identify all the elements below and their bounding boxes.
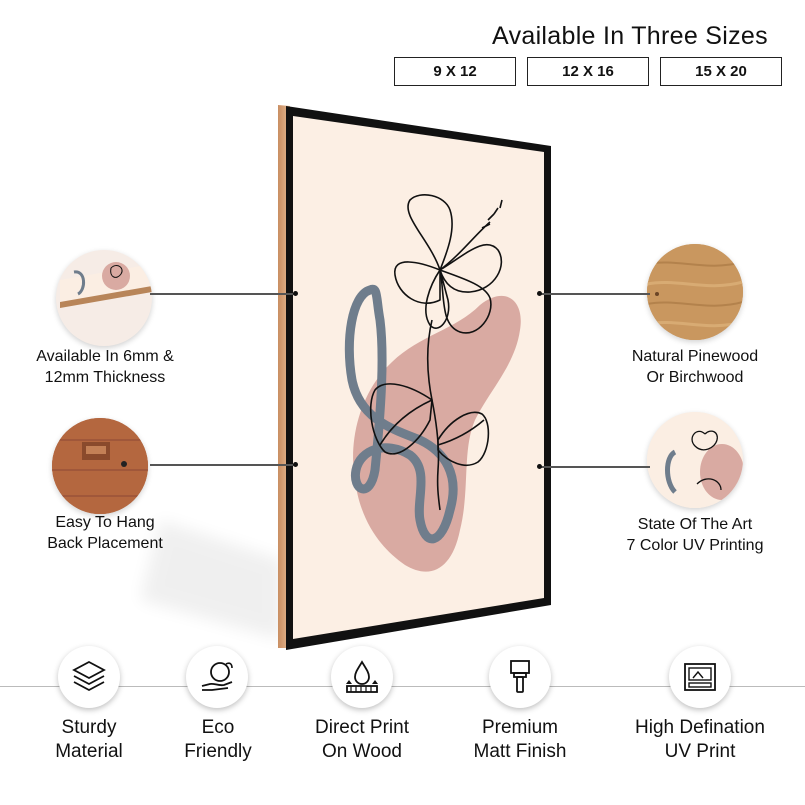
uv-print-label: High Defination UV Print bbox=[615, 716, 785, 764]
eco-hand-icon bbox=[186, 646, 248, 708]
thickness-label-line1: Available In 6mm & bbox=[36, 348, 174, 365]
printing-label-line2: 7 Color UV Printing bbox=[626, 537, 764, 554]
layers-icon bbox=[58, 646, 120, 708]
direct-print-line2: On Wood bbox=[322, 741, 402, 762]
wood-circle bbox=[647, 244, 743, 340]
eco-friendly-line1: Eco bbox=[201, 717, 235, 738]
thickness-dot bbox=[293, 291, 298, 296]
hang-dot bbox=[293, 462, 298, 467]
wood-label: Natural Pinewood Or Birchwood bbox=[600, 346, 790, 388]
sturdy-material-label: Sturdy Material bbox=[28, 716, 150, 764]
wood-label-line2: Or Birchwood bbox=[646, 369, 744, 386]
hang-connector bbox=[150, 464, 295, 466]
print-detail-icon bbox=[647, 412, 743, 508]
wood-connector bbox=[540, 293, 650, 295]
size-option-12x16[interactable]: 12 X 16 bbox=[527, 57, 649, 86]
direct-print-icon bbox=[331, 646, 393, 708]
bottom-divider bbox=[0, 686, 805, 687]
wood-grain-icon bbox=[647, 244, 743, 340]
thickness-label: Available In 6mm & 12mm Thickness bbox=[10, 346, 200, 388]
hang-label-line2: Back Placement bbox=[47, 535, 163, 552]
board-thickness-icon bbox=[60, 262, 152, 308]
hang-label: Easy To Hang Back Placement bbox=[10, 512, 200, 554]
sizes-title: Available In Three Sizes bbox=[492, 22, 768, 50]
hang-circle bbox=[52, 418, 148, 514]
wood-label-line1: Natural Pinewood bbox=[631, 348, 759, 365]
hang-label-line1: Easy To Hang bbox=[55, 514, 155, 531]
eco-friendly-label: Eco Friendly bbox=[158, 716, 278, 764]
uv-print-line2: UV Print bbox=[664, 741, 736, 762]
direct-print-line1: Direct Print bbox=[315, 717, 409, 738]
matt-finish-line1: Premium bbox=[481, 717, 558, 738]
size-option-15x20[interactable]: 15 X 20 bbox=[660, 57, 782, 86]
sturdy-material-line2: Material bbox=[55, 741, 123, 762]
wood-dot bbox=[537, 291, 542, 296]
size-option-9x12[interactable]: 9 X 12 bbox=[394, 57, 516, 86]
matt-finish-label: Premium Matt Finish bbox=[455, 716, 585, 764]
printing-label: State Of The Art 7 Color UV Printing bbox=[600, 514, 790, 556]
thickness-circle bbox=[56, 250, 152, 346]
matt-finish-line2: Matt Finish bbox=[473, 741, 567, 762]
hanger-icon bbox=[52, 418, 148, 514]
sturdy-material-line1: Sturdy bbox=[61, 717, 117, 738]
printing-circle bbox=[647, 412, 743, 508]
printing-dot bbox=[537, 464, 542, 469]
thickness-connector bbox=[150, 293, 295, 295]
printing-connector bbox=[540, 466, 650, 468]
uv-print-line1: High Defination bbox=[635, 717, 765, 738]
artwork-grey-line bbox=[344, 284, 458, 544]
thickness-label-line2: 12mm Thickness bbox=[44, 369, 166, 386]
paint-brush-icon bbox=[489, 646, 551, 708]
eco-friendly-line2: Friendly bbox=[184, 741, 252, 762]
printing-label-line1: State Of The Art bbox=[637, 516, 753, 533]
uv-printer-icon bbox=[669, 646, 731, 708]
direct-print-label: Direct Print On Wood bbox=[292, 716, 432, 764]
